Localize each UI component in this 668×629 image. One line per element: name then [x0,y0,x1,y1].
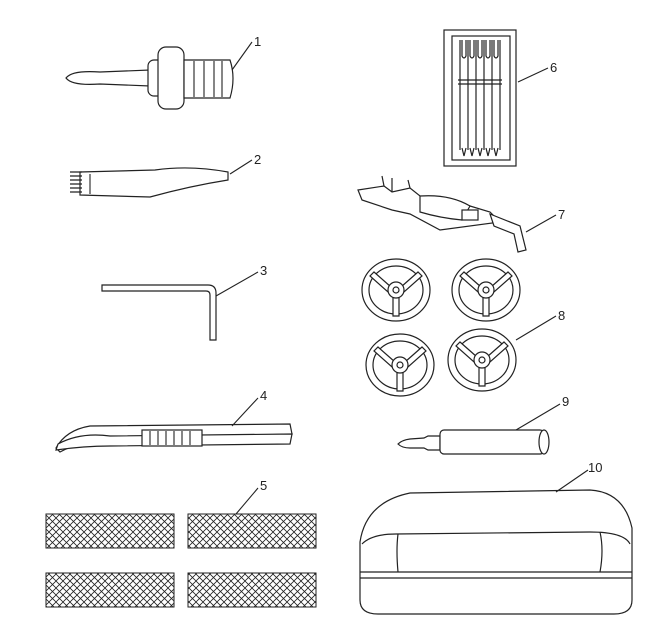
callout-5: 5 [260,478,267,493]
leader-line-2 [229,159,253,175]
bobbins-icon [361,258,521,397]
callout-9: 9 [562,394,569,409]
callout-4: 4 [260,388,267,403]
needle-threader-icon [357,175,527,253]
needle-pack-icon [443,29,517,167]
callout-6: 6 [550,60,557,75]
oiler-icon [397,429,550,455]
accessory-case-icon [359,489,633,615]
tweezers-icon [55,423,293,453]
leader-line-7 [525,214,557,233]
leader-line-5 [235,487,259,515]
callout-8: 8 [558,308,565,323]
leader-line-3 [215,271,259,297]
screwdriver-icon [65,46,234,110]
leader-line-9 [515,403,561,431]
callout-10: 10 [588,460,602,475]
callout-3: 3 [260,263,267,278]
callout-2: 2 [254,152,261,167]
leader-line-8 [515,315,557,341]
hex-key-icon [101,284,217,341]
leader-line-6 [517,67,549,83]
felt-pads-icon [45,513,317,608]
leader-line-1 [231,41,253,71]
callout-1: 1 [254,34,261,49]
callout-7: 7 [558,207,565,222]
leader-line-10 [555,469,589,493]
lint-brush-icon [70,167,229,198]
leader-line-4 [231,397,259,427]
